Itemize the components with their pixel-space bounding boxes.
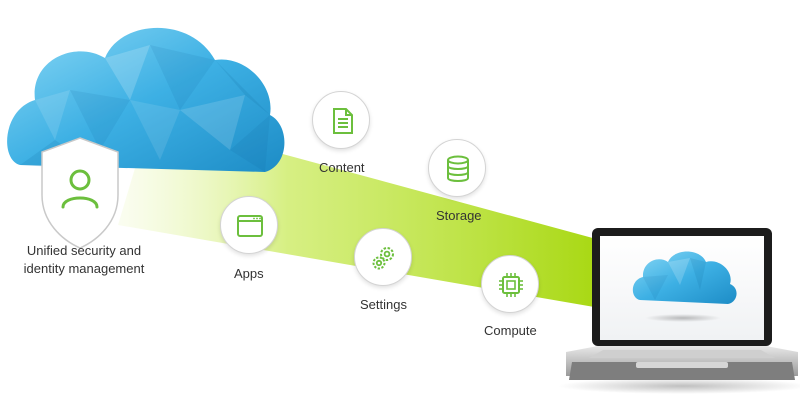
storage-node <box>428 139 486 197</box>
settings-node <box>354 228 412 286</box>
gears-icon <box>372 247 394 270</box>
apps-label: Apps <box>234 266 264 281</box>
document-icon <box>333 108 353 134</box>
identity-caption-line1: Unified security and <box>26 243 142 258</box>
identity-caption-line2: identity management <box>23 261 145 276</box>
identity-caption: Unified security and identity management <box>14 242 154 278</box>
storage-label: Storage <box>436 208 482 223</box>
laptop-icon <box>558 228 800 394</box>
settings-label: Settings <box>360 297 407 312</box>
compute-node <box>481 255 539 313</box>
chip-icon <box>499 273 523 297</box>
user-shield-icon <box>41 137 119 249</box>
content-label: Content <box>319 160 365 175</box>
laptop-cloud-icon <box>632 251 737 304</box>
app-window-icon <box>237 215 263 237</box>
apps-node <box>220 196 278 254</box>
content-node <box>312 91 370 149</box>
compute-label: Compute <box>484 323 537 338</box>
database-icon <box>447 155 469 182</box>
